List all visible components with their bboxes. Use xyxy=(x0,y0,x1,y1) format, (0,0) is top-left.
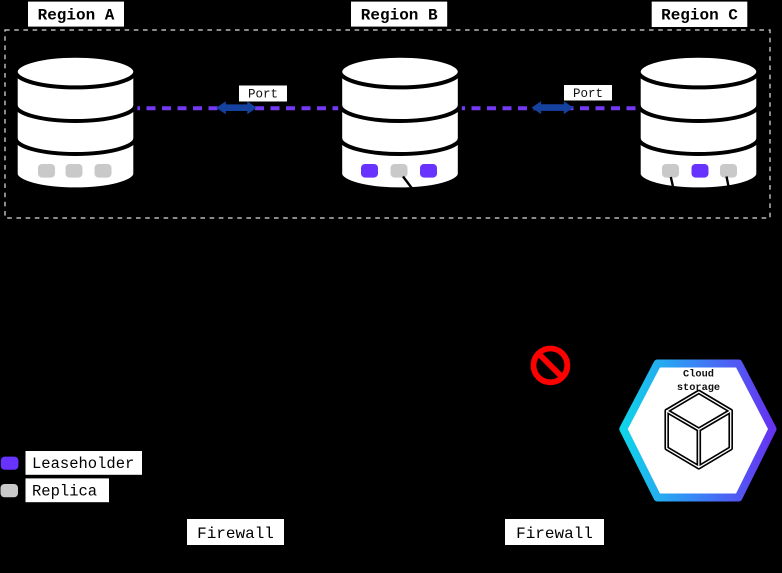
svg-text:Region B: Region B xyxy=(361,7,438,25)
svg-text:Firewall: Firewall xyxy=(197,525,274,543)
svg-text:Region A: Region A xyxy=(38,7,115,25)
svg-text:storage: storage xyxy=(677,382,720,394)
svg-text:Leaseholder: Leaseholder xyxy=(32,455,134,473)
svg-text:Port: Port xyxy=(248,88,278,102)
svg-text:Cloud: Cloud xyxy=(683,369,714,381)
svg-text:Region C: Region C xyxy=(661,7,738,25)
svg-text:Replica: Replica xyxy=(32,483,97,501)
svg-text:Port: Port xyxy=(573,87,603,101)
svg-text:Firewall: Firewall xyxy=(516,525,593,543)
